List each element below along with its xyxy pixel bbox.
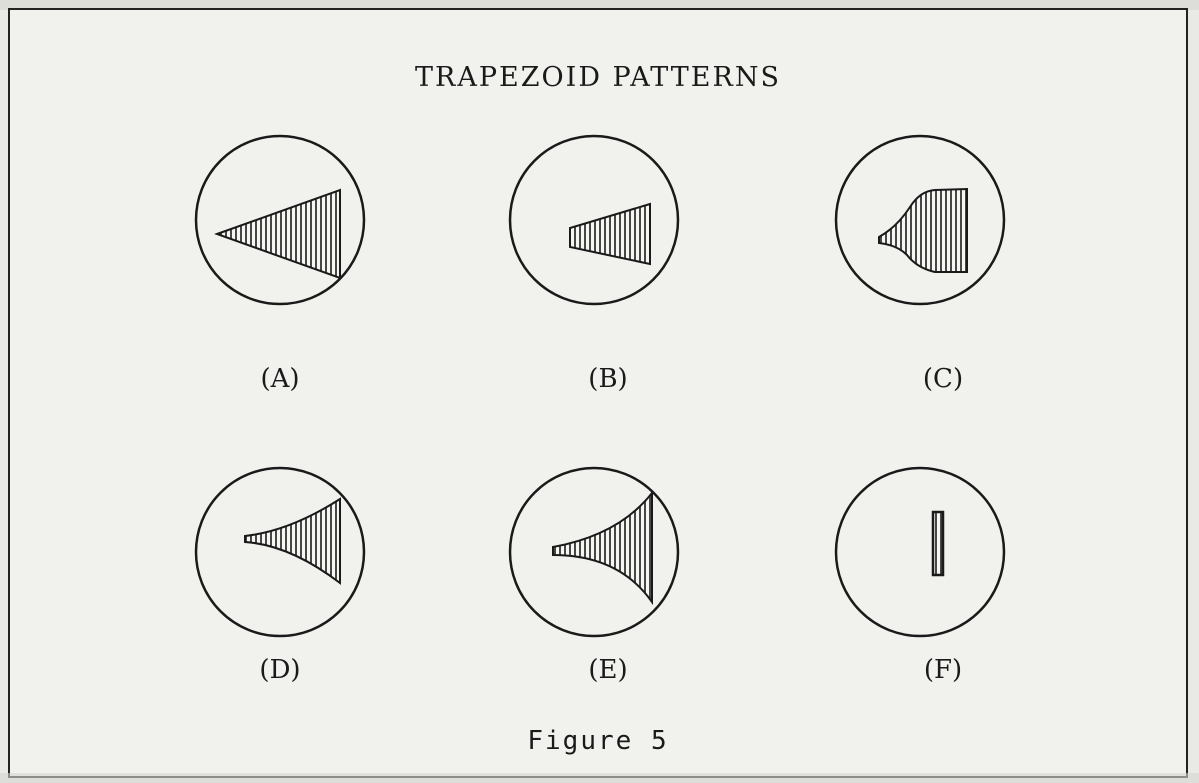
scope-outline: [834, 134, 1006, 306]
figure-title: TRAPEZOID PATTERNS: [415, 62, 781, 93]
scope-circle-c: [834, 134, 1006, 306]
trapezoid-pattern-c: [878, 187, 968, 273]
scope-circle-f: [834, 466, 1006, 638]
panel-label-b: (B): [588, 364, 628, 394]
panel-label-c: (C): [922, 364, 964, 394]
trapezoid-pattern-a: [214, 188, 341, 280]
scope-outline: [834, 466, 1006, 638]
scope-circle-a: [194, 134, 366, 306]
figure-caption: Figure 5: [527, 726, 669, 756]
document-figure: TRAPEZOID PATTERNS (A) (B) (C) (D) (: [8, 8, 1188, 778]
panel-label-f: (F): [923, 655, 963, 685]
scope-circle-e: [508, 466, 680, 638]
vertical-bar-pattern-f: [931, 510, 945, 577]
trapezoid-pattern-d: [244, 497, 341, 586]
trapezoid-pattern-e: [552, 490, 653, 606]
page-bottom-bleed: [0, 773, 1199, 783]
scope-outline: [508, 466, 680, 638]
page-top-bleed: [0, 0, 1199, 10]
scope-outline: [194, 134, 366, 306]
scope-circle-b: [508, 134, 680, 306]
panel-label-d: (D): [259, 655, 301, 685]
scope-outline: [508, 134, 680, 306]
scope-circle-d: [194, 466, 366, 638]
panel-label-a: (A): [260, 364, 300, 394]
panel-label-e: (E): [588, 655, 628, 685]
trapezoid-pattern-b: [569, 202, 651, 266]
scope-outline: [194, 466, 366, 638]
